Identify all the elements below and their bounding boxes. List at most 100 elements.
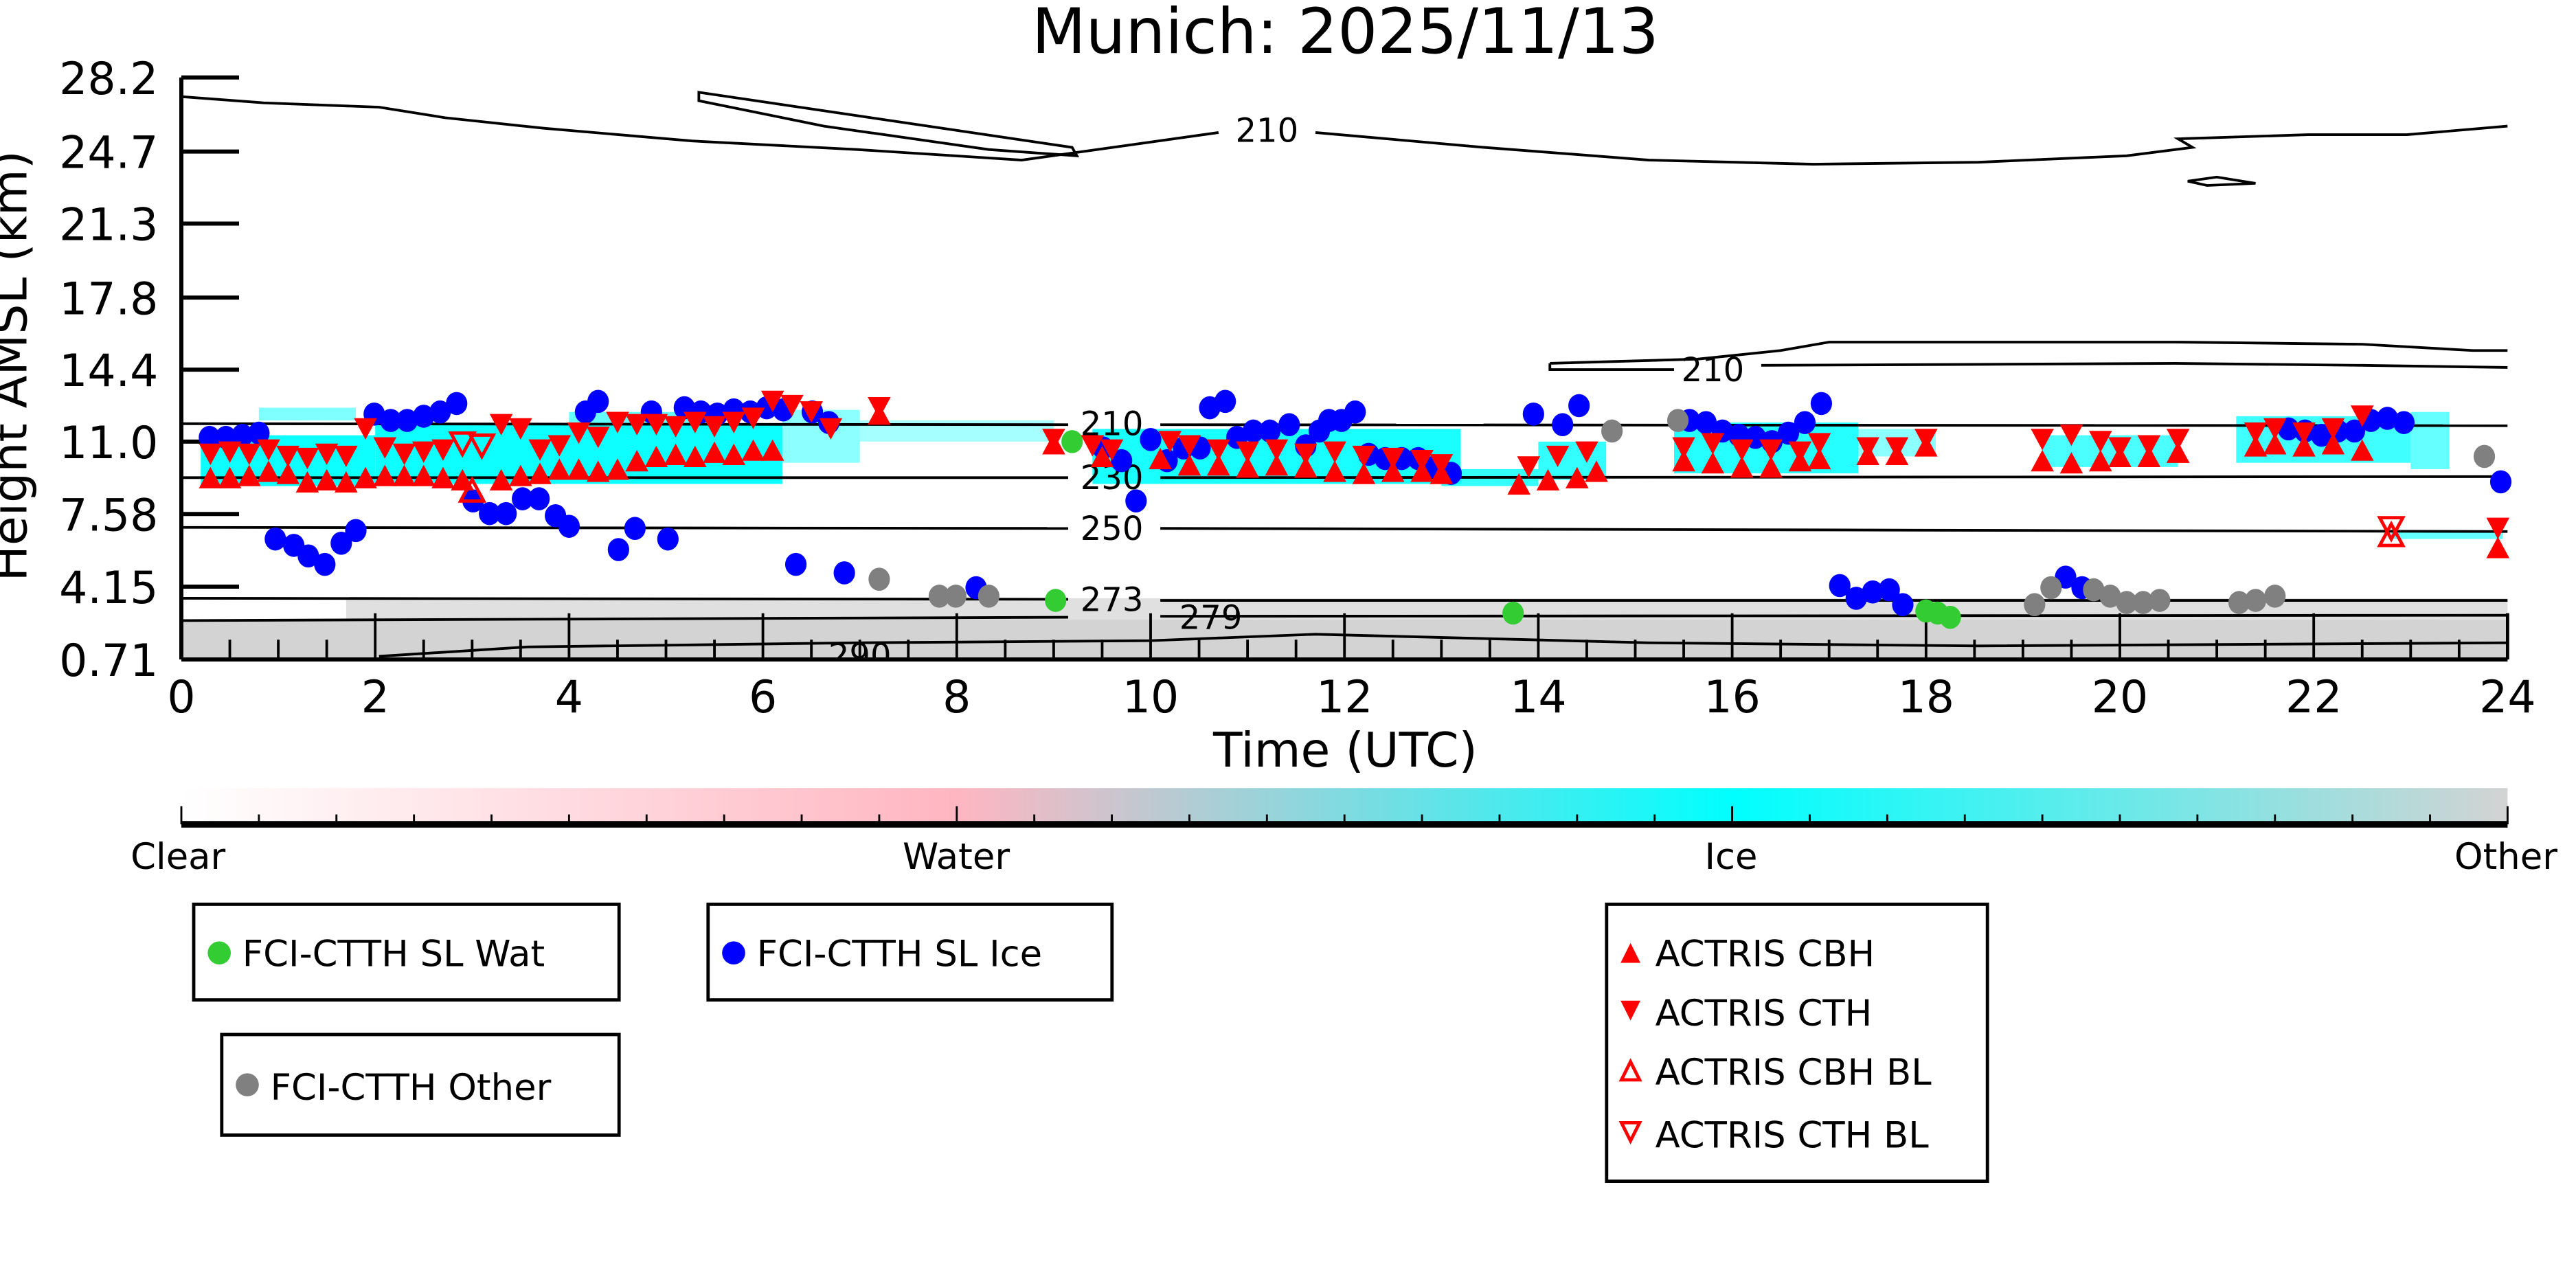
point-fci-ctth-sl-ice	[833, 561, 855, 585]
point-actris-cbh	[218, 466, 242, 488]
colorbar-ticks	[180, 806, 2509, 824]
point-actris-cbh	[2486, 536, 2510, 558]
contour-line	[1548, 363, 1674, 371]
x-tick-label: 14	[1510, 672, 1566, 723]
triangle-down-filled-icon	[1620, 1000, 1640, 1021]
point-fci-ctth-sl-ice	[1552, 413, 1574, 437]
point-actris-cth	[2059, 425, 2083, 447]
point-actris-cbh	[1352, 462, 1376, 484]
x-tick-label: 20	[2092, 672, 2148, 723]
point-actris-cbh	[722, 443, 746, 465]
triangle-up-filled-icon	[1620, 942, 1640, 963]
point-fci-ctth-sl-wat	[1045, 589, 1067, 612]
y-tick-label: 21.3	[59, 199, 158, 251]
point-actris-cbh	[1206, 454, 1230, 476]
point-fci-ctth-sl-ice	[784, 552, 807, 576]
point-fci-ctth-sl-ice	[1522, 403, 1544, 426]
point-actris-cbh	[1149, 447, 1172, 470]
point-actris-cth	[1236, 441, 1259, 463]
triangle-down-open-icon	[1618, 1121, 1642, 1145]
point-actris-cth	[606, 411, 629, 433]
point-actris-cth	[2292, 422, 2316, 444]
point-actris-cbh	[2350, 439, 2374, 461]
x-tick-label: 4	[555, 672, 583, 723]
point-fci-ctth-sl-ice	[1878, 578, 1900, 602]
point-actris-cth	[1672, 437, 1695, 459]
point-actris-cbh	[1236, 456, 1259, 478]
y-tick-label: 4.15	[59, 563, 158, 614]
point-actris-cbh	[2166, 441, 2190, 463]
point-actris-cbh	[373, 464, 397, 486]
point-actris-cbh	[644, 445, 668, 468]
point-fci-ctth-sl-ice	[1862, 580, 1884, 604]
point-actris-cth	[1293, 443, 1318, 465]
colorbar-label-ice: Ice	[1704, 836, 1757, 878]
point-actris-cbh	[1090, 445, 1114, 468]
point-actris-cth	[276, 445, 300, 468]
point-actris-cth	[431, 439, 455, 461]
point-fci-ctth-sl-ice	[2376, 407, 2399, 430]
point-actris-cbh-bl	[2377, 520, 2406, 547]
contour-line	[181, 422, 1068, 427]
y-tick-label: 14.4	[59, 346, 158, 397]
y-tick-label: 11.0	[59, 418, 158, 469]
contour-label: 279	[1179, 598, 1243, 637]
point-actris-cbh	[1759, 456, 1783, 478]
point-actris-cbh	[335, 471, 358, 493]
point-fci-ctth-sl-ice	[345, 519, 367, 543]
point-actris-cth-bl	[448, 431, 477, 458]
point-actris-cbh	[2321, 433, 2345, 455]
contour-line	[2187, 175, 2256, 187]
contour-line	[1550, 341, 2508, 365]
point-actris-cbh	[2059, 452, 2083, 474]
legend-other: FCI-CTTH Other	[220, 1032, 621, 1137]
point-actris-cth	[1430, 454, 1454, 476]
point-actris-cth	[567, 422, 591, 444]
point-actris-cbh	[703, 441, 726, 463]
point-fci-ctth-sl-ice	[657, 527, 679, 551]
point-fci-ctth-other	[2149, 589, 2171, 612]
point-actris-cth	[1206, 439, 1230, 461]
point-actris-cbh	[199, 466, 223, 488]
point-fci-ctth-sl-ice	[587, 389, 609, 414]
point-actris-cth	[2137, 435, 2161, 457]
point-actris-cth	[1081, 435, 1105, 457]
point-fci-ctth-sl-ice	[558, 515, 580, 538]
x-tick-label: 8	[942, 672, 971, 723]
point-actris-cbh	[411, 464, 436, 486]
point-fci-ctth-sl-ice	[479, 501, 501, 526]
y-tick-label: 17.8	[59, 273, 158, 325]
point-fci-ctth-sl-ice	[1892, 593, 1914, 616]
point-fci-ctth-sl-ice	[1140, 427, 1162, 451]
point-actris-cth	[1759, 439, 1783, 461]
point-fci-ctth-sl-ice	[297, 544, 319, 568]
point-actris-cth	[373, 437, 397, 459]
point-actris-cbh	[2088, 450, 2112, 472]
point-actris-cth	[1042, 429, 1065, 451]
point-fci-ctth-sl-ice	[413, 405, 435, 428]
point-fci-ctth-sl-ice	[624, 517, 646, 541]
point-actris-cth	[1410, 450, 1434, 472]
point-fci-ctth-sl-wat	[1061, 430, 1083, 453]
point-actris-cth	[760, 390, 784, 412]
point-actris-cbh	[489, 468, 513, 490]
point-actris-cth	[1546, 445, 1570, 468]
point-actris-cbh	[1672, 450, 1695, 472]
point-actris-cth	[489, 414, 513, 436]
point-actris-cth	[1788, 441, 1812, 463]
point-fci-ctth-other	[978, 585, 999, 608]
data-markers	[199, 389, 2512, 629]
point-fci-ctth-sl-ice	[1278, 413, 1300, 437]
point-actris-cbh	[547, 458, 572, 480]
x-tick-label: 12	[1316, 672, 1372, 723]
y-tick-label: 0.71	[59, 635, 158, 687]
point-actris-cbh	[509, 464, 532, 486]
point-actris-cth	[509, 418, 532, 440]
colorbar-label-water: Water	[903, 836, 1010, 878]
contour-label: 250	[1081, 510, 1144, 548]
point-actris-cbh	[625, 450, 648, 472]
point-actris-cbh	[354, 466, 377, 488]
contour-line	[181, 95, 1219, 161]
point-actris-cbh	[586, 460, 610, 482]
